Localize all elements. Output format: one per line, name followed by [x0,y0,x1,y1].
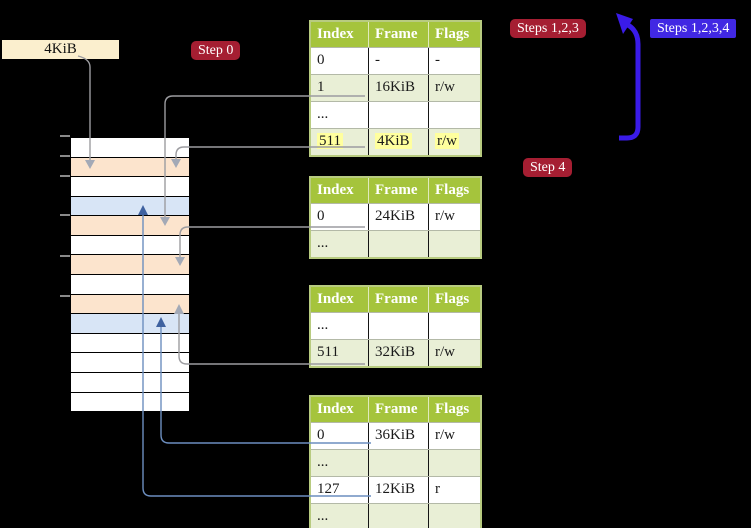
table-cell: r/w [428,423,480,449]
table-row: 511 4KiB r/w [311,128,480,155]
memory-tick-0 [60,135,70,137]
memory-tick-1 [60,155,70,157]
table-row: ... [311,503,480,528]
memory-row-9 [71,313,189,333]
memory-row-0 [71,138,189,157]
table-cell: r/w [428,75,480,101]
highlighted-value: 4KiB [375,133,412,149]
arrowhead-steps-loop [616,13,633,34]
header-cell-frame: Frame [368,178,428,203]
header-cell-flags: Flags [428,22,480,47]
badge-step-0: Step 0 [191,41,241,60]
memory-row-10 [71,332,189,353]
memory-row-5 [71,234,189,255]
header-cell-frame: Frame [368,397,428,422]
badge-steps-1-2-3: Steps 1,2,3 [510,19,586,38]
table-cell: - [368,48,428,74]
table-row: ... [311,312,480,339]
table-cell: ... [317,454,329,470]
table-cell: 511 [317,344,339,360]
memory-tick-4 [60,255,70,257]
header-cell-flags: Flags [428,287,480,312]
table-cell: - [428,48,480,74]
table-cell [368,313,428,339]
header-cell-frame: Frame [368,22,428,47]
memory-tick-2 [60,175,70,177]
header-cell-index: Index [317,291,354,307]
table-row: ... [311,230,480,257]
arrow-steps-loop [619,22,641,141]
table-cell: ... [317,235,329,251]
table-cell [428,102,480,128]
table-cell [428,231,480,257]
table-row: ... [311,449,480,476]
memory-row-2 [71,176,189,196]
table-cell: r [428,477,480,503]
memory-row-4 [71,215,189,235]
memory-tick-3 [60,214,70,216]
table-cell: 16KiB [368,75,428,101]
memory-row-12 [71,371,189,392]
table-cell [368,504,428,528]
table-cell: ... [317,508,329,524]
table-cell [368,450,428,476]
table-row: ... [311,101,480,128]
header-cell-index: Index [317,401,354,417]
badge-steps-1-2-3-4: Steps 1,2,3,4 [650,19,737,38]
header-cell-index: Index [317,182,354,198]
table-cell: 0 [317,52,325,68]
memory-strip [70,137,190,412]
table-cell: 4KiB [368,129,428,155]
badge-step-4: Step 4 [523,158,573,177]
table-cell: 32KiB [368,340,428,366]
table-cell: ... [317,317,329,333]
memory-tick-5 [60,295,70,297]
memory-row-3 [71,195,189,216]
memory-row-11 [71,352,189,372]
memory-row-7 [71,274,189,294]
header-cell-frame: Frame [368,287,428,312]
table-row: 0 -- [311,47,480,74]
highlighted-value: 511 [317,133,343,149]
table-cell [428,313,480,339]
table-cell: r/w [428,204,480,230]
table-cell: r/w [428,340,480,366]
table-cell: 0 [317,208,325,224]
table-cell: 36KiB [368,423,428,449]
table-cell [428,450,480,476]
header-cell-flags: Flags [428,178,480,203]
table-cell: 24KiB [368,204,428,230]
table-cell [368,102,428,128]
table-cell: 0 [317,427,325,443]
table-cell: 511 [311,129,368,155]
table-cell [368,231,428,257]
highlighted-value: r/w [435,133,459,149]
table-cell: ... [317,106,329,122]
table-cell: 12KiB [368,477,428,503]
memory-row-13 [71,391,189,412]
table-cell: 127 [317,481,340,497]
memory-row-6 [71,254,189,275]
frame-size-box: 4KiB [2,40,119,59]
table-cell: r/w [428,129,480,155]
memory-row-1 [71,156,189,177]
header-cell-index: Index [317,26,354,42]
header-cell-flags: Flags [428,397,480,422]
table-cell [428,504,480,528]
memory-row-8 [71,293,189,314]
table-cell: 1 [317,79,325,95]
